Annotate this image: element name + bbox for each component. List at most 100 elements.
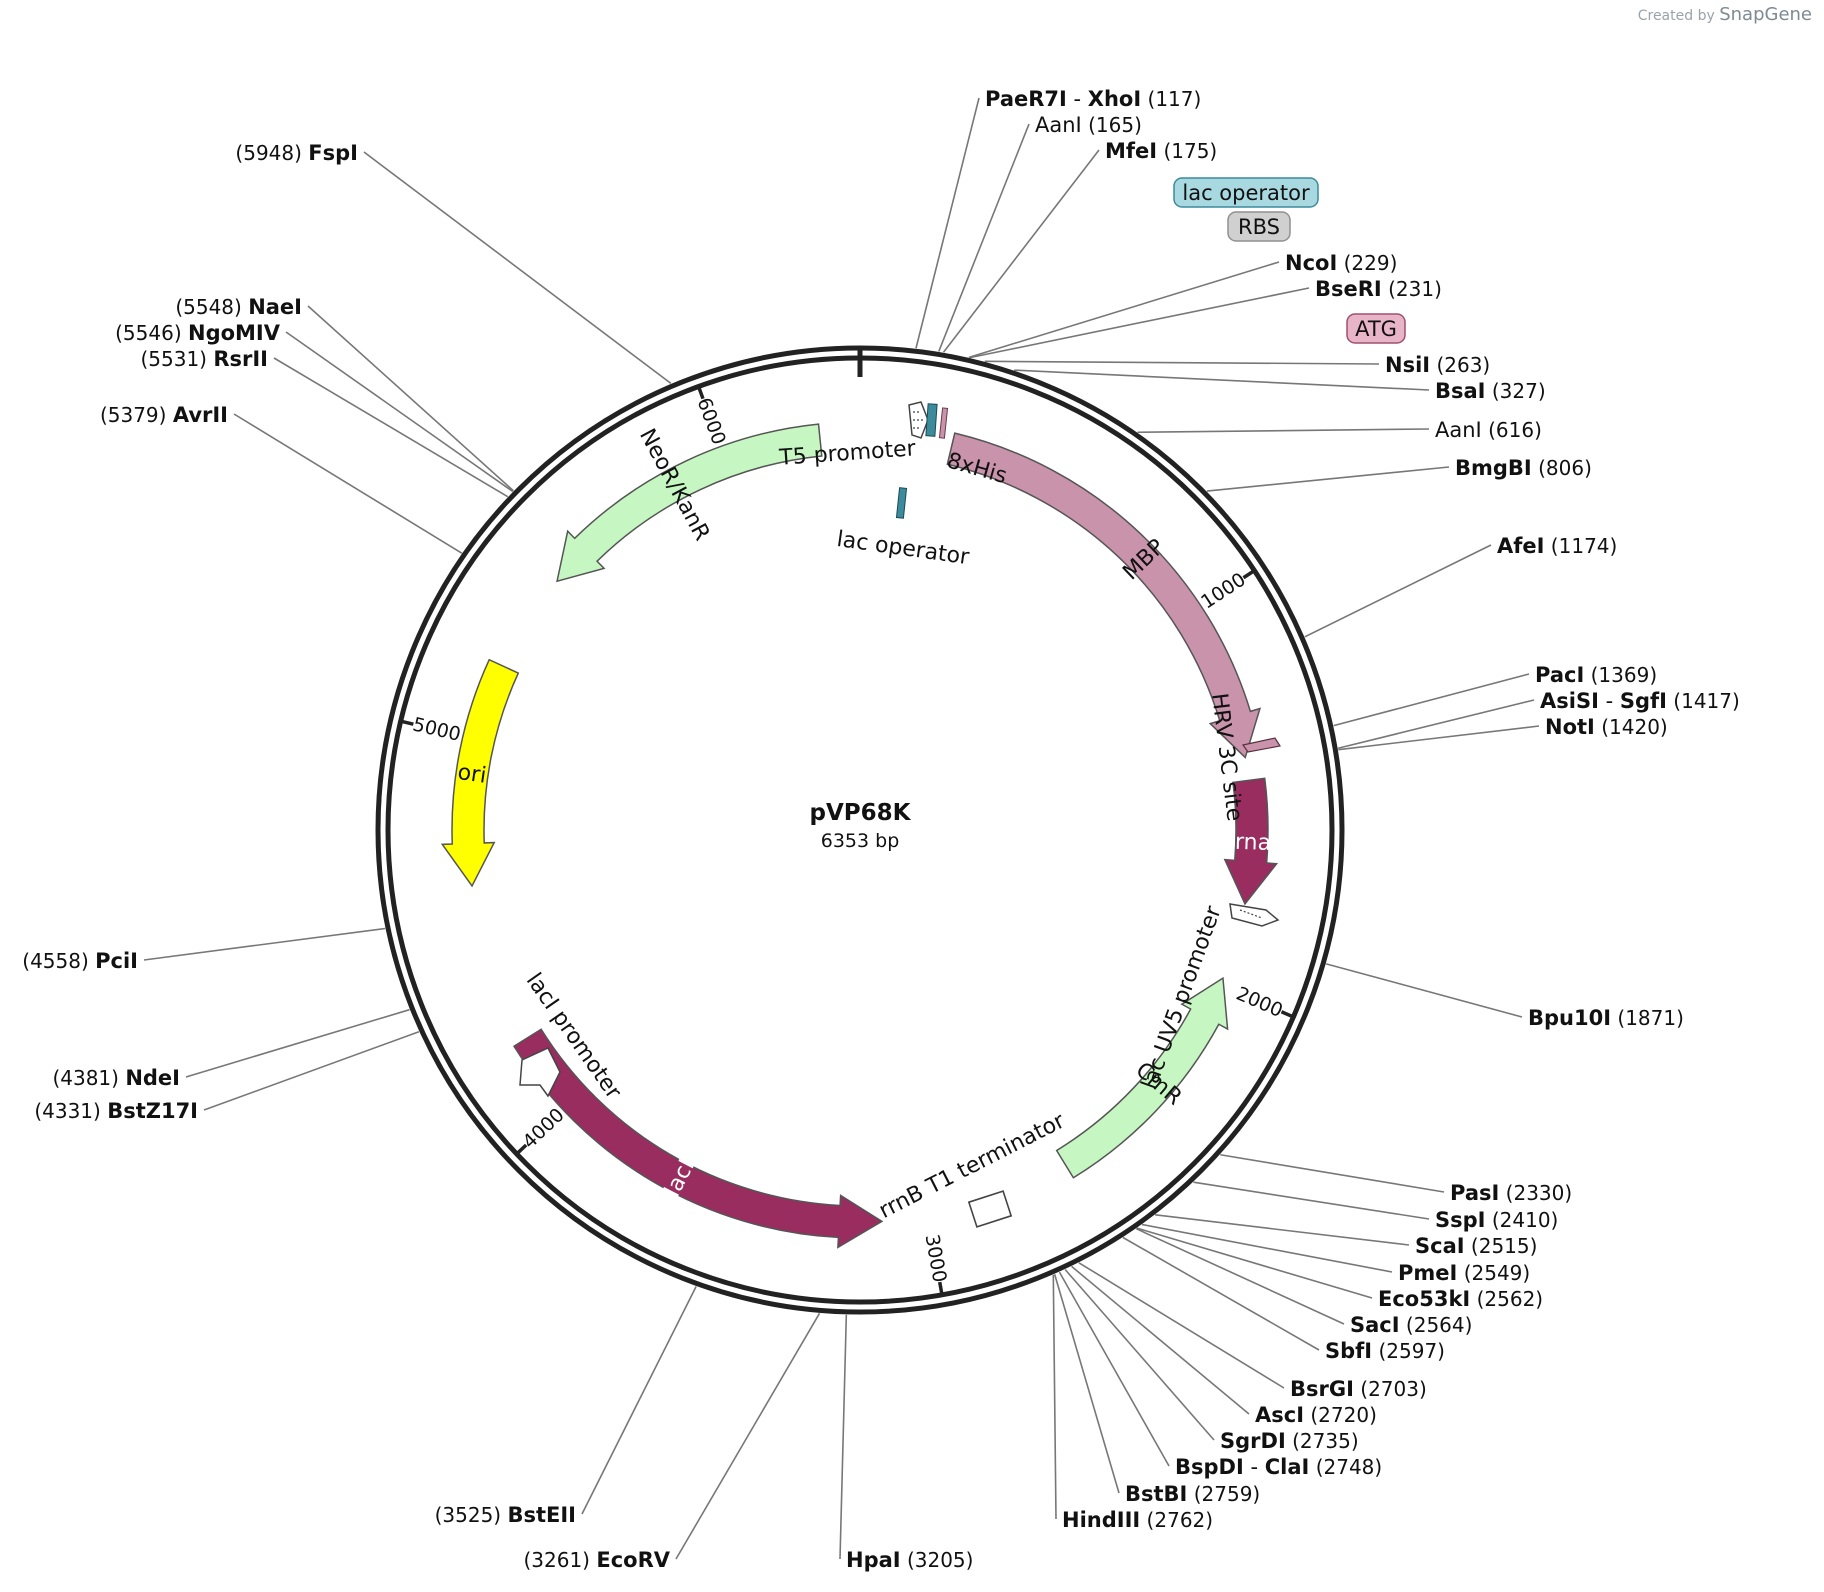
- feature-cmr-arrow: [1055, 976, 1229, 1179]
- site-pcii: (4558) PciI: [22, 949, 138, 973]
- site-leader-line: [1053, 1274, 1120, 1494]
- tick-mark: [515, 1143, 528, 1156]
- site-label: HpaI (3205): [846, 1548, 973, 1572]
- site-sgrdi: SgrDI (2735): [1220, 1429, 1359, 1453]
- tick-label: 4000: [518, 1104, 568, 1153]
- site-label: SspI (2410): [1435, 1208, 1558, 1232]
- site-bstbi: BstBI (2759): [1125, 1482, 1260, 1506]
- site-fspi: (5948) FspI: [235, 141, 358, 165]
- site-leader-line: [938, 123, 1030, 352]
- credit-prefix: Created by: [1637, 8, 1715, 24]
- site-label: AanI (165): [1035, 113, 1142, 137]
- site-naei: (5548) NaeI: [175, 295, 302, 319]
- site-leader-line: [1333, 673, 1530, 727]
- site-nsii: NsiI (263): [1385, 353, 1490, 377]
- tick-mark: [937, 1281, 944, 1296]
- backbone: [375, 345, 1345, 1315]
- feature-laci-arrow: [512, 1028, 884, 1249]
- plasmid-name: pVP68K: [810, 800, 912, 826]
- site-leader-line: [1058, 1271, 1170, 1467]
- svg-text:RBS: RBS: [1238, 215, 1280, 239]
- site-sbfi: SbfI (2597): [1325, 1339, 1445, 1363]
- site-eco53ki: Eco53kI (2562): [1378, 1287, 1543, 1311]
- site-label: Eco53kI (2562): [1378, 1287, 1543, 1311]
- his-tag-block: [938, 407, 949, 439]
- site-bpu10i: Bpu10I (1871): [1528, 1006, 1684, 1030]
- site-bspdi: BspDI - ClaI (2748): [1175, 1455, 1382, 1479]
- site-label: BstBI (2759): [1125, 1482, 1260, 1506]
- site-aani: AanI (165): [1035, 113, 1142, 137]
- site-label: BspDI - ClaI (2748): [1175, 1455, 1382, 1479]
- site-label: SacI (2564): [1350, 1313, 1472, 1337]
- lacuv5-promoter-feature: [1229, 903, 1280, 927]
- site-label: AanI (616): [1435, 418, 1542, 442]
- tick-mark: [696, 385, 705, 400]
- site-leader-line: [581, 1286, 697, 1515]
- rrnb-terminator-box: [967, 1190, 1013, 1228]
- site-leader-line: [1078, 1262, 1285, 1389]
- site-label: AsiSI - SgfI (1417): [1540, 689, 1740, 713]
- site-ndei: (4381) NdeI: [52, 1066, 180, 1090]
- site-paer7i: PaeR7I - XhoI (117): [985, 87, 1201, 111]
- site-label: ScaI (2515): [1415, 1234, 1537, 1258]
- restriction-sites: PaeR7I - XhoI (117)AanI (165)MfeI (175) N…: [22, 87, 1740, 1572]
- site-leader-line: [285, 331, 514, 493]
- tick-mark: [400, 719, 414, 726]
- site-leader-line: [1220, 1153, 1445, 1193]
- site-label: BseRI (231): [1315, 277, 1442, 301]
- site-leader-line: [1135, 1227, 1345, 1325]
- site-leader-line: [1071, 1265, 1250, 1415]
- feature-ori-label: ori: [456, 760, 488, 789]
- site-label: MfeI (175): [1105, 139, 1217, 163]
- svg-text:ATG: ATG: [1355, 317, 1397, 341]
- tick-label: 6000: [693, 395, 730, 448]
- site-leader-line: [1052, 1274, 1057, 1520]
- site-label: (3525) BstEII: [435, 1503, 576, 1527]
- site-label: PacI (1369): [1535, 663, 1657, 687]
- site-sspi: SspI (2410): [1435, 1208, 1558, 1232]
- site-label: (5546) NgoMIV: [115, 321, 281, 345]
- feature-barnase-arrow: [1223, 777, 1279, 906]
- site-leader-line: [363, 151, 672, 385]
- site-leader-line: [203, 1030, 420, 1111]
- site-label: HindIII (2762): [1062, 1508, 1213, 1532]
- site-asci: AscI (2720): [1255, 1403, 1377, 1427]
- site-label: SbfI (2597): [1325, 1339, 1445, 1363]
- site-leader-line: [675, 1312, 821, 1560]
- site-leader-line: [1304, 544, 1492, 638]
- svg-text:lac operator: lac operator: [1182, 181, 1310, 205]
- site-pasi: PasI (2330): [1450, 1181, 1572, 1205]
- feature-barnase-label: barnase: [1207, 829, 1296, 857]
- site-leader-line: [839, 1314, 848, 1560]
- site-leader-line: [968, 261, 1280, 359]
- site-label: (5948) FspI: [235, 141, 358, 165]
- tick-label: 3000: [921, 1233, 951, 1284]
- tick-label: 1000: [1197, 568, 1249, 613]
- lac-operator-label: lac operator: [835, 527, 971, 570]
- site-label: PasI (2330): [1450, 1181, 1572, 1205]
- snapgene-credit: Created by SnapGene: [1638, 4, 1812, 25]
- site-label: NcoI (229): [1285, 251, 1397, 275]
- feature-mbp-arrow: [946, 432, 1262, 759]
- site-label: BsaI (327): [1435, 379, 1546, 403]
- site-paci: PacI (1369): [1535, 663, 1657, 687]
- site-leader-line: [143, 927, 386, 961]
- site-leader-line: [1337, 699, 1535, 750]
- tick-label: 5000: [411, 713, 463, 746]
- site-leader-line: [1193, 1181, 1430, 1220]
- site-leader-line: [984, 360, 1380, 365]
- site-saci: SacI (2564): [1350, 1313, 1472, 1337]
- site-leader-line: [233, 413, 463, 554]
- site-label: AscI (2720): [1255, 1403, 1377, 1427]
- boxed-label-lac-operator: lac operator: [1173, 177, 1319, 208]
- site-label: SgrDI (2735): [1220, 1429, 1359, 1453]
- site-label: PmeI (2549): [1398, 1261, 1530, 1285]
- site-leader-line: [942, 149, 1100, 353]
- site-leader-line: [1141, 1223, 1393, 1273]
- site-aani: AanI (616): [1435, 418, 1542, 442]
- site-bsrgi: BsrGI (2703): [1290, 1377, 1427, 1401]
- site-leader-line: [1325, 963, 1523, 1018]
- boxed-label-atg: ATG: [1346, 313, 1406, 344]
- site-label: PaeR7I - XhoI (117): [985, 87, 1201, 111]
- site-pmei: PmeI (2549): [1398, 1261, 1530, 1285]
